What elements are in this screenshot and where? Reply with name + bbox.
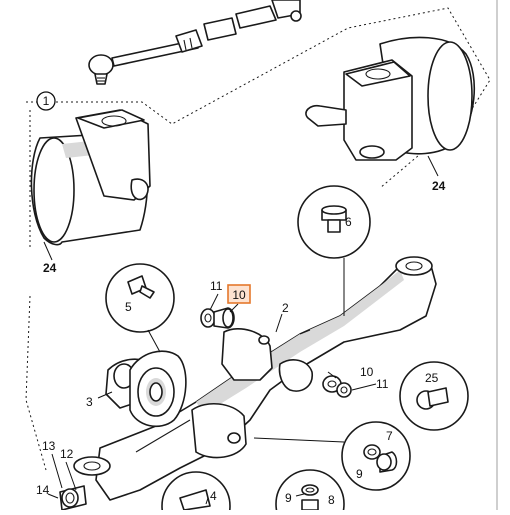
callout-5: 5 bbox=[125, 300, 132, 314]
detail-circle-bolt-6 bbox=[297, 185, 371, 316]
left-end-fittings bbox=[47, 453, 87, 511]
callout-24-right: 24 bbox=[432, 179, 446, 193]
callout-4: 4 bbox=[210, 489, 217, 503]
svg-text:1: 1 bbox=[43, 94, 50, 108]
bushing-pair-top bbox=[200, 307, 235, 329]
detail-circle-pin-25 bbox=[399, 361, 469, 431]
leader-lines bbox=[97, 293, 377, 505]
axle-beam bbox=[73, 256, 437, 501]
pivot-bracket bbox=[105, 350, 187, 428]
callout-8: 8 bbox=[328, 493, 335, 507]
callout-1: 1 bbox=[36, 91, 56, 111]
detail-circle-bolt-5 bbox=[105, 263, 175, 353]
callout-11-right: 11 bbox=[376, 377, 389, 391]
callout-24-left: 24 bbox=[43, 261, 57, 275]
callout-7: 7 bbox=[386, 429, 393, 443]
callout-14: 14 bbox=[36, 483, 50, 497]
callout-9-bottom: 9 bbox=[285, 491, 292, 505]
callout-2: 2 bbox=[282, 301, 289, 315]
callout-10-highlight[interactable]: 10 bbox=[227, 284, 251, 304]
detail-circle-plug-7-9 bbox=[253, 421, 411, 491]
callout-6: 6 bbox=[345, 215, 352, 229]
right-hub-drum bbox=[305, 36, 476, 177]
callout-13: 13 bbox=[42, 439, 56, 453]
tie-rod-assembly bbox=[88, 0, 302, 85]
callout-25: 25 bbox=[425, 371, 439, 385]
detail-circle-bottom-4 bbox=[161, 471, 231, 515]
callout-3: 3 bbox=[86, 395, 93, 409]
callout-12: 12 bbox=[60, 447, 74, 461]
bushing-pair-right bbox=[322, 375, 352, 398]
callout-11-top: 11 bbox=[210, 279, 223, 293]
left-hub-drum bbox=[30, 109, 151, 261]
callout-10-right: 10 bbox=[360, 365, 374, 379]
svg-text:10: 10 bbox=[232, 288, 246, 302]
callout-9-right: 9 bbox=[356, 467, 363, 481]
detail-circle-plug-8-9 bbox=[275, 469, 345, 515]
